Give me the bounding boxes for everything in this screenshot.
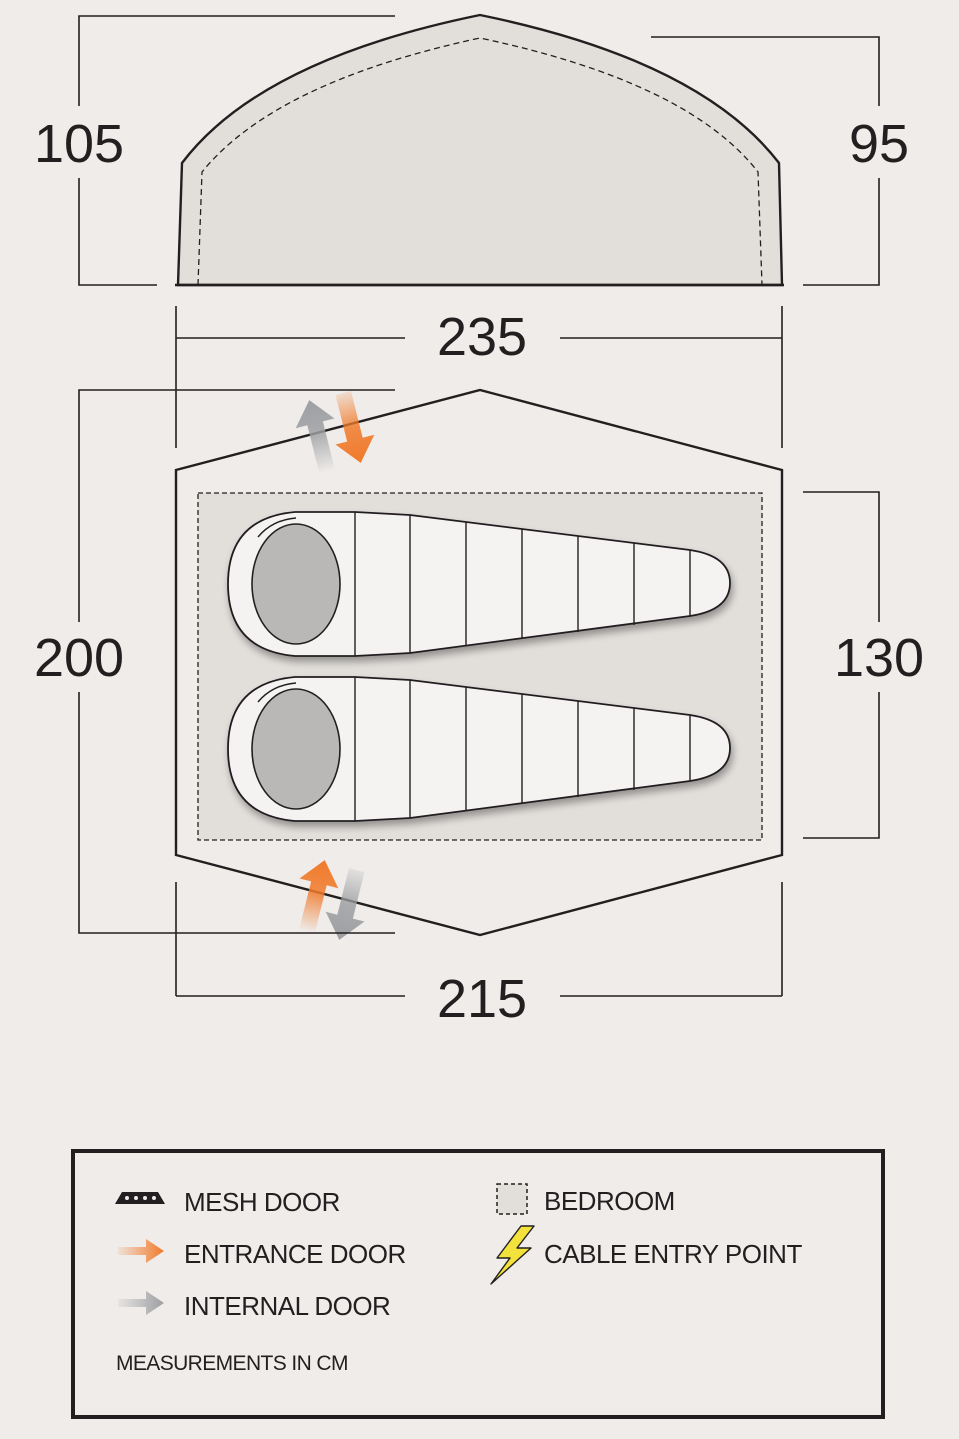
dimension-plan-depth: 200 [34, 628, 124, 688]
grey-arrow-icon [118, 1291, 164, 1315]
orange-arrow-icon [118, 1239, 164, 1263]
top-internal-door-arrow [295, 400, 335, 474]
legend-label-bedroom: BEDROOM [544, 1186, 675, 1216]
sleeping-bag-1-details [251, 512, 691, 656]
dimension-bottom-width: 215 [437, 969, 527, 1029]
bottom-internal-door-arrow [325, 868, 365, 940]
front-elevation [175, 13, 784, 287]
legend-label-entrance-door: ENTRANCE DOOR [184, 1239, 406, 1269]
bottom-entrance-door-arrow [299, 860, 339, 934]
dimension-bedroom-depth: 130 [834, 628, 924, 688]
dimension-lines [78, 15, 880, 997]
mesh-door-icon [115, 1192, 165, 1204]
legend: MESH DOOR ENTRANCE DOOR INTERNAL DOOR BE… [71, 1149, 885, 1419]
dashed-square-icon [496, 1183, 528, 1215]
top-entrance-door-arrow [335, 391, 375, 463]
legend-label-cable-entry-point: CABLE ENTRY POINT [544, 1239, 802, 1269]
lightning-bolt-icon [490, 1225, 535, 1285]
dimension-front-right-height: 95 [849, 114, 909, 174]
legend-label-internal-door: INTERNAL DOOR [184, 1291, 390, 1321]
sleeping-bag-2-details [251, 677, 691, 821]
legend-box [71, 1149, 885, 1419]
plan-view [174, 388, 784, 940]
dimension-front-left-height: 105 [34, 114, 124, 174]
dimension-top-width: 235 [437, 307, 527, 367]
legend-label-mesh-door: MESH DOOR [184, 1187, 340, 1217]
measurements-note: MEASUREMENTS IN CM [116, 1352, 348, 1375]
